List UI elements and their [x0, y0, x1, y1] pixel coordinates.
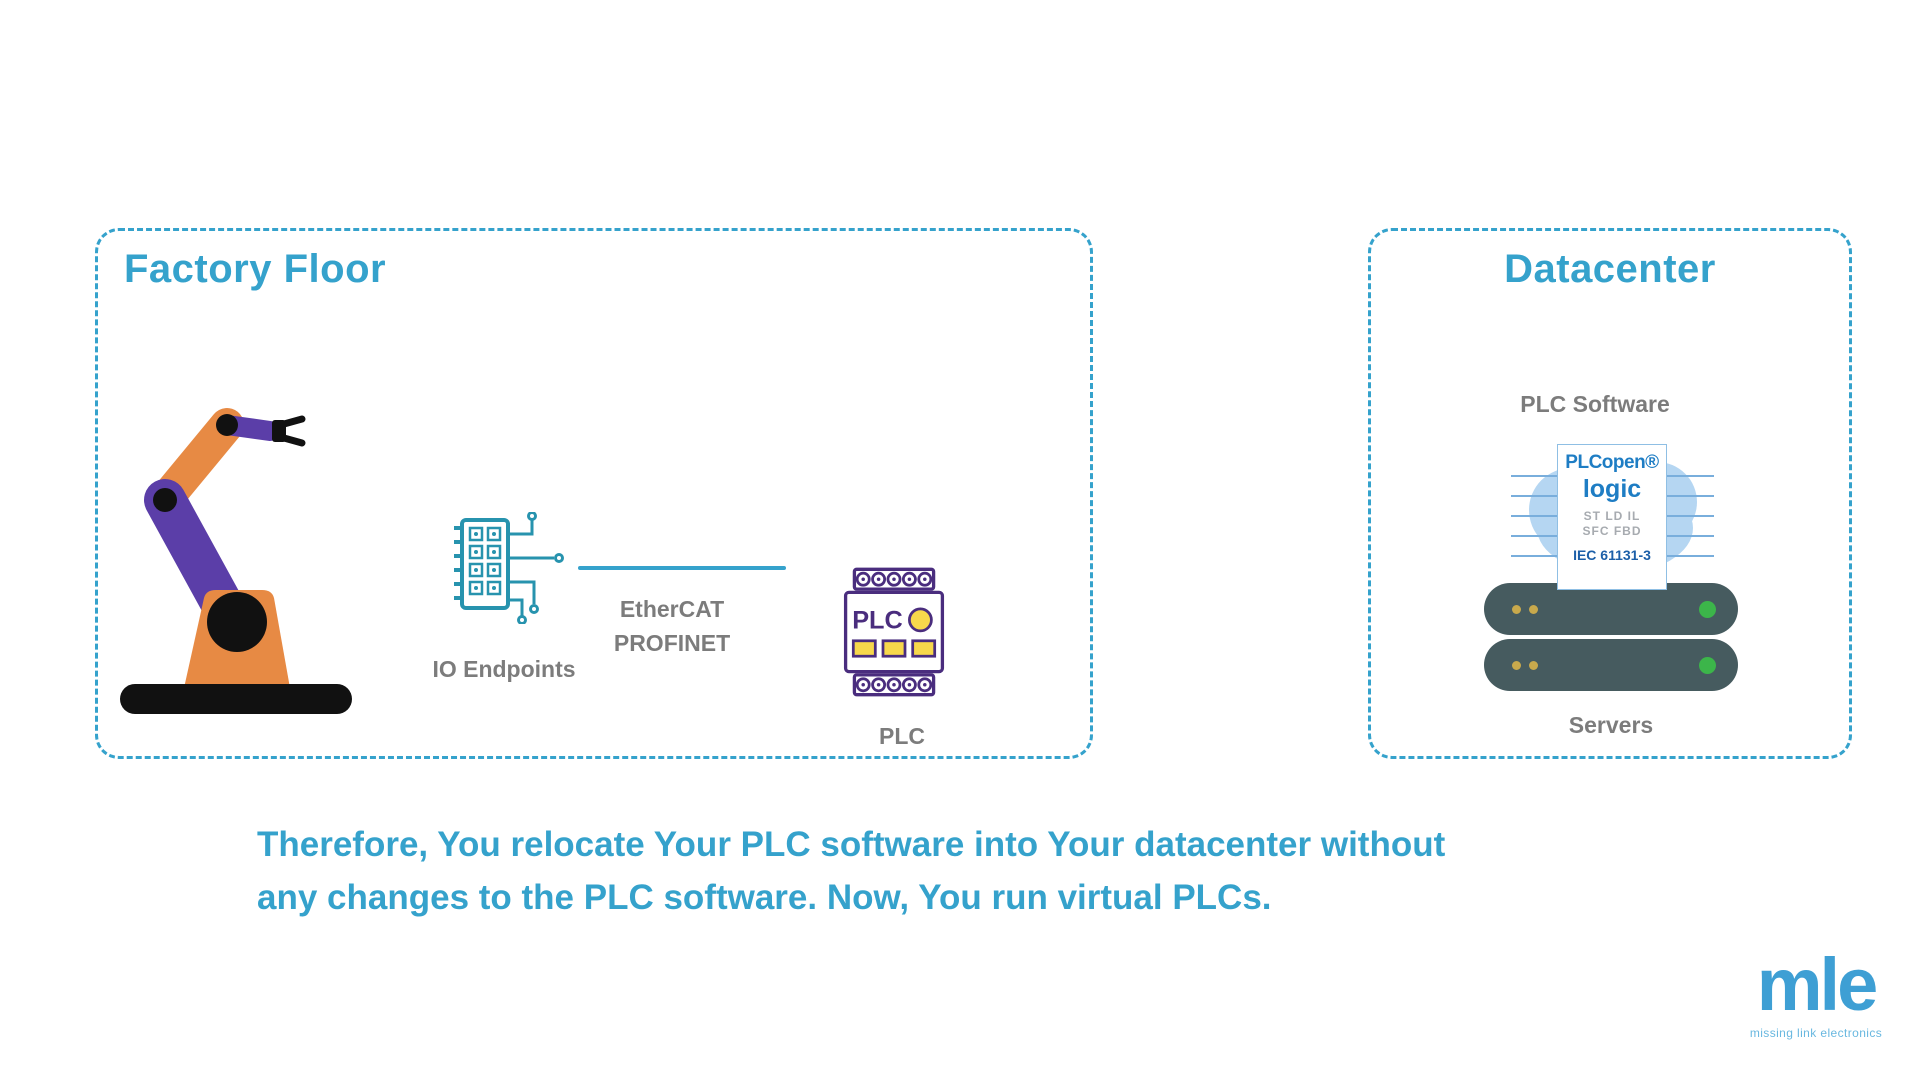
server-led-yellow-icon	[1512, 605, 1521, 614]
server-led-yellow-icon	[1512, 661, 1521, 670]
fieldbus-labels: EtherCAT PROFINET	[562, 592, 782, 660]
plcopen-logic-graphic: PLCopen® logic ST LD IL SFC FBD IEC 6113…	[1505, 432, 1720, 600]
fieldbus-label-ethercat: EtherCAT	[619, 596, 725, 622]
caption-line-2: any changes to the PLC software. Now, Yo…	[257, 878, 1272, 917]
mle-logo: mle missing link electronics	[1738, 943, 1894, 1041]
plcopen-card: PLCopen® logic ST LD IL SFC FBD IEC 6113…	[1557, 444, 1667, 590]
factory-floor-title: Factory Floor	[124, 247, 387, 291]
fieldbus-connection-line	[578, 566, 786, 570]
server-unit-2	[1484, 639, 1738, 691]
datacenter-panel: Datacenter	[1368, 228, 1852, 759]
server-led-green-icon	[1699, 657, 1716, 674]
server-led-yellow-icon	[1529, 605, 1538, 614]
mle-logo-wordmark: mle	[1756, 943, 1879, 1026]
plcopen-standard: IEC 61131-3	[1573, 547, 1651, 563]
datacenter-title: Datacenter	[1504, 247, 1716, 291]
plc-device-icon: PLC	[838, 566, 950, 698]
mle-logo-tagline: missing link electronics	[1749, 1026, 1883, 1040]
server-led-green-icon	[1699, 601, 1716, 618]
robot-arm-icon	[116, 398, 358, 716]
caption-text: Therefore, You relocate Your PLC softwar…	[257, 818, 1445, 924]
server-unit-1	[1484, 583, 1738, 635]
server-led-yellow-icon	[1529, 661, 1538, 670]
caption-line-1: Therefore, You relocate Your PLC softwar…	[257, 825, 1446, 864]
fieldbus-label-profinet: PROFINET	[613, 630, 731, 656]
plc-device-label: PLC	[879, 723, 925, 749]
plcopen-langs-line1: ST LD IL	[1583, 509, 1641, 523]
plcopen-brand: PLCopen®	[1565, 452, 1659, 473]
plc-chip-text: PLC	[852, 607, 903, 635]
factory-floor-panel: Factory Floor	[95, 228, 1093, 759]
io-endpoints-label: IO Endpoints	[432, 656, 576, 682]
plcopen-product: logic	[1582, 475, 1642, 503]
io-endpoints-icon	[452, 511, 582, 625]
plcopen-langs-line2: SFC FBD	[1582, 524, 1642, 538]
plc-software-label: PLC Software	[1520, 391, 1670, 417]
servers-label: Servers	[1568, 712, 1654, 738]
